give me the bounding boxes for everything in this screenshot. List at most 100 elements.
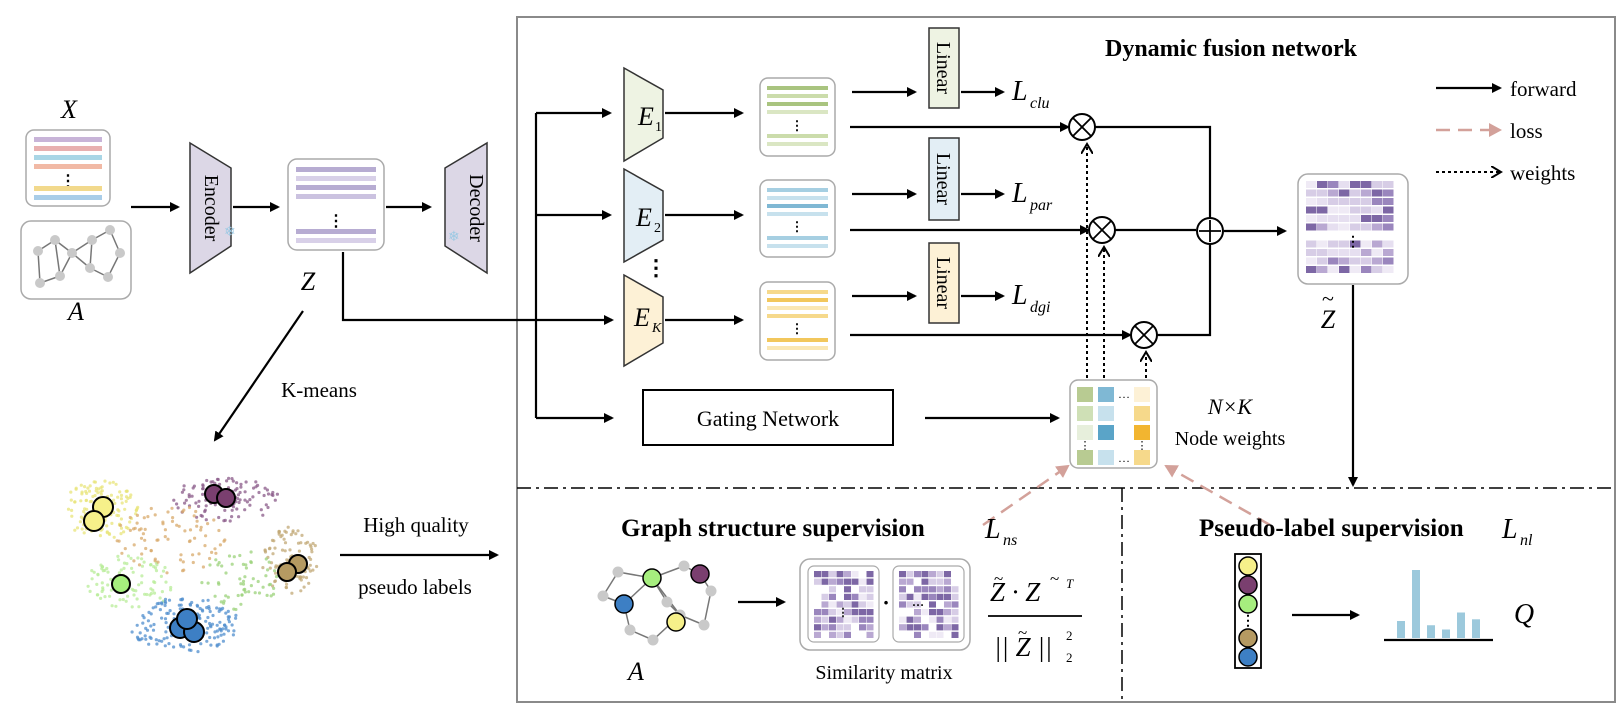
scatter-point xyxy=(144,546,148,551)
scatter-point xyxy=(164,630,168,634)
scatter-point xyxy=(299,575,303,580)
scatter-point xyxy=(230,477,234,481)
svg-text:1: 1 xyxy=(655,120,662,135)
scatter-point xyxy=(218,482,222,486)
scatter-point xyxy=(257,591,262,595)
similarity-cell xyxy=(836,609,844,616)
similarity-cell xyxy=(836,601,844,608)
scatter-point xyxy=(182,645,186,649)
weight-cell xyxy=(1077,387,1093,402)
scatter-point xyxy=(92,570,96,574)
similarity-cell xyxy=(936,631,944,638)
z-tilde-cell xyxy=(1372,240,1383,248)
similarity-cell xyxy=(851,586,859,593)
scatter-point xyxy=(195,603,199,608)
scatter-point xyxy=(119,497,123,501)
scatter-point xyxy=(192,514,196,518)
similarity-cell xyxy=(814,616,821,623)
scatter-point xyxy=(236,593,240,598)
similarity-cell xyxy=(844,616,851,623)
mult1-to-sum xyxy=(1095,125,1212,218)
scatter-point xyxy=(109,493,113,497)
node-weights-label: Node weights xyxy=(1175,428,1286,450)
z-tilde-cell xyxy=(1317,206,1328,214)
scatter-point xyxy=(145,592,149,597)
similarity-cell xyxy=(821,624,829,631)
scatter-point xyxy=(165,571,169,575)
similarity-cell xyxy=(814,624,821,631)
similarity-cell xyxy=(906,571,914,578)
scatter-point xyxy=(119,523,123,528)
scatter-point xyxy=(135,521,139,525)
scatter-point xyxy=(166,537,170,541)
scatter-point xyxy=(206,581,210,585)
z-tilde-cell xyxy=(1372,198,1383,205)
similarity-cell xyxy=(944,616,951,623)
z-tilde-cell xyxy=(1350,266,1361,273)
z-label: Z xyxy=(301,267,316,296)
cluster-center-yellow-2 xyxy=(83,510,105,532)
similarity-cell xyxy=(859,578,866,585)
similarity-cell xyxy=(944,578,951,585)
scatter-point xyxy=(100,565,104,569)
scatter-point xyxy=(219,608,223,612)
scatter-point xyxy=(119,493,124,497)
scatter-point xyxy=(232,629,236,633)
svg-text:Linear: Linear xyxy=(932,42,954,95)
similarity-cell xyxy=(844,593,851,600)
scatter-point xyxy=(112,535,116,539)
scatter-point xyxy=(149,624,153,628)
z-tilde-mark: ~ xyxy=(1322,286,1334,311)
scatter-point xyxy=(119,568,123,572)
weight-cell xyxy=(1098,450,1114,465)
scatter-point xyxy=(130,566,134,571)
scatter-point xyxy=(140,564,144,568)
z-tilde-cell xyxy=(1306,181,1317,188)
scatter-point xyxy=(124,495,129,499)
z-tilde-cell xyxy=(1372,249,1383,256)
scatter-point xyxy=(117,558,121,562)
scatter-point xyxy=(152,591,157,595)
similarity-cell xyxy=(906,624,914,631)
scatter-point xyxy=(226,615,230,619)
z-tilde-cell xyxy=(1383,257,1394,265)
similarity-cell xyxy=(844,586,851,593)
expert-e1: E 1 xyxy=(623,66,664,163)
cluster-center-tan-2 xyxy=(277,562,297,582)
scatter-point xyxy=(116,495,120,499)
loss-par: L par xyxy=(1011,178,1053,214)
scatter-point xyxy=(217,528,221,533)
similarity-cell xyxy=(851,624,859,631)
scatter-point xyxy=(271,592,276,596)
similarity-cell xyxy=(944,609,951,616)
z-tilde-cell xyxy=(1339,240,1350,248)
similarity-cell xyxy=(951,571,959,578)
similarity-cell xyxy=(951,586,959,593)
scatter-point xyxy=(205,478,209,483)
node-weights-matrix: ……⋮⋮ xyxy=(1069,379,1158,469)
scatter-point xyxy=(181,560,185,564)
svg-text:clu: clu xyxy=(1030,95,1050,112)
similarity-matrix-label: Similarity matrix xyxy=(815,662,952,684)
svg-text:Linear: Linear xyxy=(932,257,954,310)
similarity-cell xyxy=(936,571,944,578)
scatter-point xyxy=(149,506,153,511)
similarity-cell xyxy=(836,616,844,623)
similarity-cell xyxy=(821,571,829,578)
scatter-point xyxy=(201,483,205,487)
similarity-matrix: · ⋮ … xyxy=(799,558,971,651)
weight-vellipsis: ⋮ xyxy=(1080,440,1091,452)
similarity-cell xyxy=(844,631,851,638)
scatter-point xyxy=(141,532,145,536)
supervision-a-label: A xyxy=(626,657,644,686)
z-tilde-cell xyxy=(1383,181,1394,188)
scatter-point xyxy=(113,501,117,505)
scatter-point xyxy=(235,496,240,501)
scatter-point xyxy=(187,648,191,652)
cluster-center-purple-2 xyxy=(216,488,236,508)
z-tilde-cell xyxy=(1328,215,1339,222)
scatter-point xyxy=(201,487,205,491)
scatter-point xyxy=(83,485,87,489)
similarity-cell xyxy=(906,616,914,623)
